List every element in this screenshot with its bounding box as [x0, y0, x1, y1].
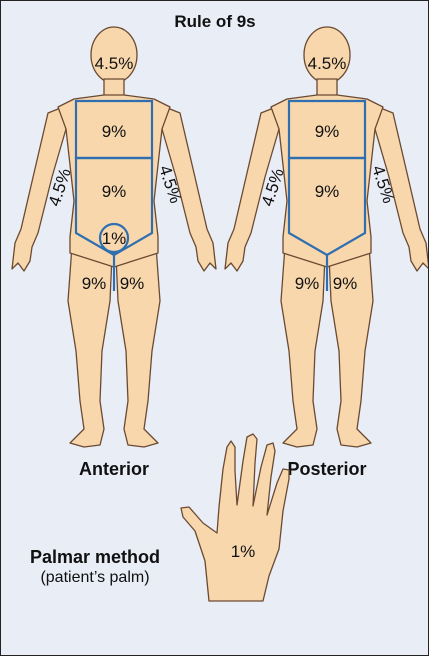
posterior-label: Posterior: [287, 459, 366, 479]
palmar-method-subtitle: (patient’s palm): [40, 569, 149, 586]
palmar-method-title: Palmar method: [30, 547, 160, 567]
anterior-left-leg-percent: 9%: [82, 274, 107, 293]
anterior-head-percent: 4.5%: [95, 54, 134, 73]
posterior-figure: [225, 27, 428, 447]
posterior-right-leg-percent: 9%: [333, 274, 358, 293]
anterior-genital-percent: 1%: [102, 229, 127, 248]
anterior-abdomen-percent: 9%: [102, 182, 127, 201]
anterior-label: Anterior: [79, 459, 149, 479]
posterior-head-percent: 4.5%: [308, 54, 347, 73]
posterior-lower-back-percent: 9%: [315, 182, 340, 201]
diagram-title: Rule of 9s: [174, 12, 255, 31]
anterior-right-leg-percent: 9%: [120, 274, 145, 293]
palm-percent: 1%: [231, 542, 256, 561]
anterior-chest-percent: 9%: [102, 122, 127, 141]
posterior-left-leg-percent: 9%: [295, 274, 320, 293]
posterior-upper-back-percent: 9%: [315, 122, 340, 141]
palm-figure: [181, 434, 289, 601]
